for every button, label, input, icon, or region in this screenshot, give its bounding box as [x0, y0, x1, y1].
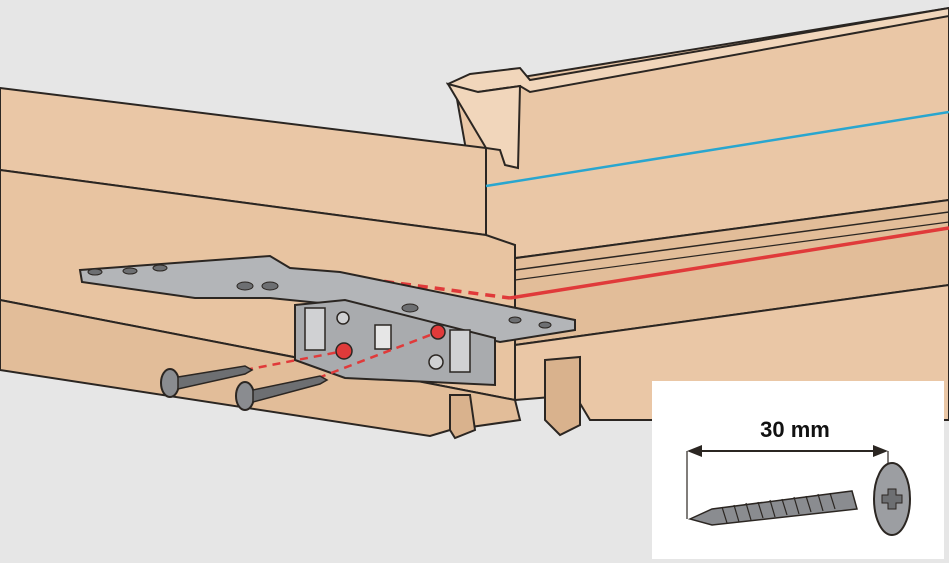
side-panel — [446, 6, 949, 437]
dimension-label: 30 mm — [760, 417, 830, 442]
guide-line-red — [509, 226, 949, 300]
screw-icon-inset — [687, 462, 911, 536]
screw-size-inset: 30 mm — [652, 381, 944, 559]
bracket-icon — [78, 254, 576, 387]
guide-line-blue — [485, 110, 949, 188]
screw-icon-2 — [235, 375, 329, 411]
screw-size-illustration — [686, 445, 911, 536]
screw-icon — [160, 365, 254, 398]
